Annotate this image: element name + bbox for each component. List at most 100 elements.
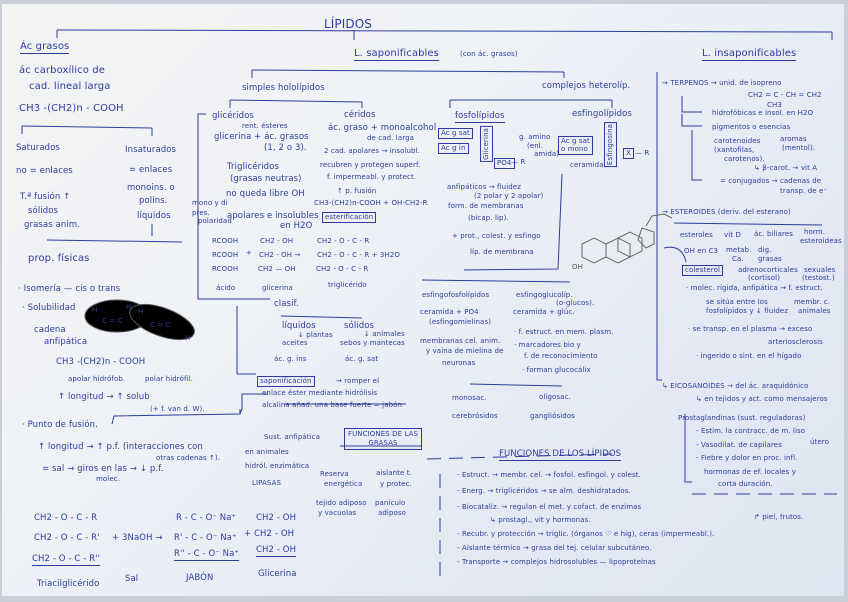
label-acid: ácido (216, 284, 236, 292)
steroid-text: (cortisol) (748, 274, 781, 282)
glycerides-text: (grasas neutras) (230, 174, 302, 184)
terpene-text: transp. de e⁻ (780, 187, 828, 195)
terpene-text: (mentol). (782, 144, 816, 152)
glycerol-box: Glicerina (480, 126, 493, 162)
fat-functions-box: FUNCIONES DE LAS GRASAS (344, 428, 422, 451)
saturated-text: no = enlaces (16, 166, 73, 176)
eicosanoid-text: - Estim. la contracc. de m. liso (696, 427, 806, 435)
cerides-text: ↑ p. fusión (337, 187, 377, 195)
phospholipid-text: (bicap. lip). (468, 214, 509, 222)
reaction-product-soap: R - C - O⁻ Na⁺ (176, 513, 237, 523)
esterif-product: CH2 - O - C - R + 3H2O (317, 251, 400, 259)
fat-function-text: energética (324, 480, 363, 488)
cerides-label: céridos (344, 110, 376, 120)
glycerides-text: Triglicéridos (227, 162, 280, 172)
cholesterol-text: membr. c. (794, 298, 831, 306)
terpene-text: pigmentos o esencias (712, 123, 791, 131)
classif-text: ↓ animales (364, 330, 405, 338)
melting-rule: otras cadenas ↑). (156, 454, 221, 462)
function-item: ↱ piel, frutos. (754, 513, 804, 521)
function-item: - Biocataliz. → regulan el met. y cofact… (457, 503, 642, 511)
esterif-product: CH2 - O - C - R (317, 237, 370, 245)
chain-text: anfipática (44, 337, 88, 347)
sphingolipids-label: esfingolípidos (572, 109, 632, 119)
terpene-text: carotenoides (714, 137, 761, 145)
steroid-text: dig. (758, 246, 772, 254)
sphingo-text: (o-glucos). (556, 299, 595, 307)
sphingosine-box: Esfingosina (604, 122, 617, 168)
reaction-product-glycerol: + CH2 - OH (244, 529, 295, 539)
terpene-text: hidrofóbicas e insol. en H2O (712, 109, 814, 117)
label-salt: Sal (125, 574, 139, 584)
function-item: - Aislante térmico → grasa del tej. celu… (457, 544, 652, 552)
formula-amphipathic: CH3 -(CH2)n - COOH (56, 357, 146, 367)
cerides-text: 2 cad. apolares → insolubl. (324, 147, 420, 155)
steroid-text: vit D (724, 231, 741, 239)
sphingo-text: neuronas (442, 359, 476, 367)
steroid-text: OH en C3 (684, 247, 719, 255)
unsaturated-text: líquidos (137, 211, 171, 221)
sphingo-text: cerebrósidos (452, 412, 498, 420)
label-glycerin: Glicerina (258, 569, 297, 579)
fat-function-text: Reserva (320, 470, 349, 478)
fatty-acid-ins-box: Ac g in (438, 143, 469, 154)
sphingo-text: monosac. (452, 394, 487, 402)
fatty-acid-formula: CH3 -(CH2)n - COOH (19, 103, 124, 114)
steroid-text: Ca. (732, 255, 744, 263)
saponification-text: hidról. enzimática (245, 462, 310, 470)
eicosanoid-text: - Vasodilat. de capilares (696, 441, 782, 449)
eicosanoid-text: ↳ en tejidos y act. como mensajeros (696, 395, 828, 403)
esterif-acid: RCOOH (212, 251, 239, 259)
reaction-product-glycerol: CH2 - OH (256, 545, 297, 557)
sphingo-text: ceramida + PO4 (420, 308, 479, 316)
reaction-reactant: CH2 - O - C - R' (34, 533, 100, 543)
insaponifiable-heading: L. insaponificables (702, 48, 797, 61)
reaction-product-soap: R' - C - O⁻ Na⁺ (174, 533, 237, 543)
label-glycerin: glicerina (262, 284, 293, 292)
terpene-text: = conjugados → cadenas de (720, 177, 822, 185)
saturated-label: Saturados (16, 143, 60, 153)
sphingo-text: · forman glucocálix (522, 366, 591, 374)
x-box: X (623, 148, 634, 159)
solubility-rule: ↑ longitud → ↑ solub (58, 392, 150, 402)
reaction-reactant: CH2 - O - C - R (34, 513, 98, 523)
classif-text: ↓ plantas (298, 331, 333, 339)
fatty-acids-def: ác carboxílico de (19, 65, 105, 76)
lipases-label: LIPASAS (252, 479, 282, 487)
page-title: LÍPIDOS (324, 17, 373, 31)
sphingo-text: gangliósidos (530, 412, 575, 420)
ceramide-label: ceramida (570, 161, 604, 169)
classif-text: ác. g. ins (274, 355, 307, 363)
steroid-text: ác. biliares (754, 230, 794, 238)
esterif-acid: RCOOH (212, 265, 239, 273)
function-item: ↳ prostagl., vit y hormonas. (490, 516, 591, 524)
cholesterol-text: animales (798, 307, 831, 315)
steroid-text: esteroideas (800, 237, 842, 245)
sphingo-text: · marcadores bio y (514, 341, 581, 349)
reaction-product-glycerol: CH2 - OH (256, 513, 297, 523)
esterification-box: esterificación (322, 212, 377, 223)
saturated-text: T.ª fusión ↑ (20, 192, 71, 202)
melting-heading: · Punto de fusión. (22, 420, 98, 430)
cholesterol-text: · se transp. en el plasma → exceso (688, 325, 813, 333)
eicosanoids-label: ↳ EICOSANOIDES → del ác. araquidónico (662, 382, 809, 390)
cholesterol-text: · molec. rígida, anfipática → f. estruct… (686, 284, 823, 292)
reaction-reagent: + 3NaOH → (112, 533, 163, 543)
fat-function-text: aislante t. (376, 469, 412, 477)
simple-lipids: simples hololípidos (242, 83, 325, 93)
fat-function-text: panículo (375, 499, 406, 507)
esterif-acid: RCOOH (212, 237, 239, 245)
steroid-oh: OH (572, 263, 583, 271)
unsaturated-text: = enlaces (129, 165, 173, 175)
acid-text: o mono (561, 144, 588, 153)
cholesterol-text: · ingerido o sint. en el hígado (696, 352, 802, 360)
fat-function-text: y vacuolas (318, 509, 357, 517)
esterif-product: CH2 - O - C - R (316, 265, 369, 273)
classif-text: sebos y mantecas (340, 339, 405, 347)
sphingo-text: (esfingomielinas) (429, 318, 492, 326)
saponification-box: saponificación (257, 376, 315, 387)
fat-function-text: adiposo (378, 509, 407, 517)
sphingo-text: · f. estruct. en mem. plasm. (514, 328, 614, 336)
unsaturated-text: monoins. o (127, 183, 175, 193)
eicosanoid-text: hormonas de ef. locales y (704, 468, 796, 476)
